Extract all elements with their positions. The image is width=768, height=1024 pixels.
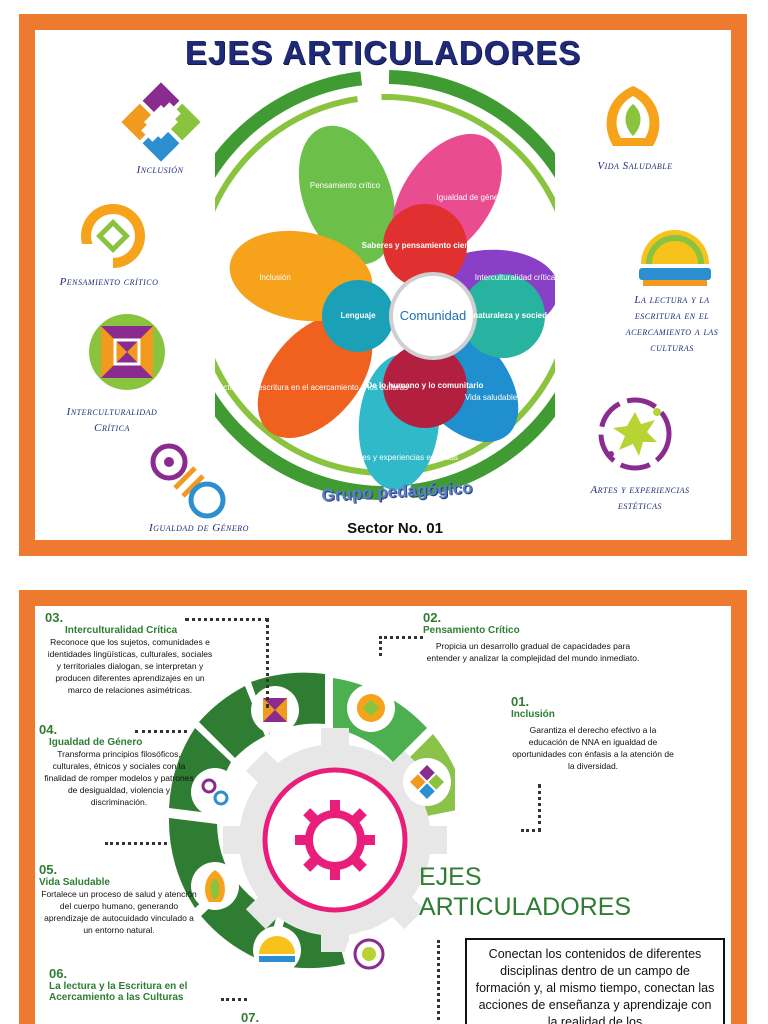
petal-label-artes: Artes y experiencias estéticas (352, 453, 458, 462)
inclusion-icon (121, 82, 201, 162)
connector-07 (437, 940, 440, 1020)
section-04-number: 04. (39, 722, 58, 737)
field-label-lenguaje: Lenguaje (340, 311, 376, 320)
petal-label-pensamiento: Pensamiento crítico (310, 181, 381, 190)
section-04-title: Igualdad de Género (49, 737, 143, 748)
section-05-desc: Fortalece un proceso de salud y atención… (41, 889, 197, 935)
igualdad-genero-icon (201, 778, 217, 794)
connector-06 (221, 998, 247, 1001)
infographic-title-line2: ARTICULADORES (419, 893, 632, 921)
petal-pensamiento-critico (298, 125, 396, 265)
igualdad-genero-icon (150, 443, 226, 519)
section-04-desc: Transforma principios filosóficos, cultu… (44, 749, 194, 807)
section-06: 06. La lectura y la Escritura en el Acer… (49, 966, 219, 1003)
poster-canvas: EJES ARTICULADORES Inclusión Pensamiento… (35, 30, 731, 540)
section-07: 07. (241, 1010, 301, 1024)
pensamiento-critico-icon (75, 204, 145, 268)
petal-label-lectura: La lectura y la escritura en el acercami… (215, 383, 408, 392)
connector-04 (135, 730, 187, 733)
section-01-desc: Garantiza el derecho efectivo a la educa… (512, 725, 674, 771)
axis-label-igualdad-genero: Igualdad de Género (149, 522, 249, 534)
axis-label-inclusion: Inclusión (136, 164, 184, 176)
section-06-title: La lectura y la Escritura en el Acercami… (49, 981, 188, 1003)
section-03-title: Interculturalidad Crítica (65, 625, 178, 636)
petal-label-interculturalidad: Interculturalidad crítica (475, 273, 555, 282)
section-02: 02. Pensamiento Crítico Propicia un desa… (423, 610, 643, 664)
interculturalidad-icon (89, 314, 165, 390)
vida-saludable-icon (606, 86, 660, 146)
section-06-number: 06. (49, 966, 68, 981)
section-04: 04. Igualdad de Género Transforma princi… (39, 722, 199, 808)
gear-hub (223, 728, 447, 952)
section-02-desc: Propicia un desarrollo gradual de capaci… (426, 641, 640, 663)
lectura-escritura-icon (639, 230, 711, 286)
definition-box: Conectan los contenidos de diferentes di… (465, 938, 725, 1024)
gear-wheel (168, 672, 455, 978)
section-05-number: 05. (39, 862, 58, 877)
section-05: 05. Vida Saludable Fortalece un proceso … (39, 862, 199, 936)
section-03: 03. Interculturalidad Crítica Reconoce q… (45, 610, 215, 696)
section-01: 01. Inclusión Garantiza el derecho efect… (511, 694, 675, 772)
petal-label-inclusion: Inclusión (259, 273, 291, 282)
section-02-number: 02. (423, 610, 442, 625)
infographic-title: EJES ARTICULADORES (419, 862, 631, 922)
field-etica (461, 274, 545, 358)
field-humano (383, 344, 467, 428)
section-01-title: Inclusión (511, 709, 555, 720)
axis-label-pensamiento-critico: Pensamiento crítico (59, 276, 159, 288)
axis-label-lectura-escritura: La lectura y la escritura en el acercami… (625, 294, 719, 354)
section-07-number: 07. (241, 1010, 260, 1024)
field-saberes (383, 204, 467, 288)
axis-label-vida-saludable: Vida Saludable (597, 160, 673, 172)
lectura-escritura-icon (259, 936, 295, 954)
connector-01 (521, 784, 541, 832)
petal-label-vida: Vida saludable (465, 393, 518, 402)
section-03-desc: Reconoce que los sujetos, comunidades e … (47, 637, 213, 695)
sector-label: Sector No. 01 (347, 520, 443, 537)
poster-title: EJES ARTICULADORES (184, 34, 582, 71)
center-circle (389, 272, 477, 360)
field-label-humano: De lo humano y lo comunitario (367, 381, 484, 390)
field-label-saberes: Saberes y pensamiento científico (362, 241, 489, 250)
poster-ejes-articuladores: EJES ARTICULADORES Inclusión Pensamiento… (19, 14, 747, 556)
section-02-title: Pensamiento Crítico (423, 625, 520, 636)
flower-diagram: Pensamiento crítico Igualdad de género I… (215, 70, 555, 500)
connector-05 (105, 842, 167, 845)
axis-label-artes: Artes y experiencias estéticas (590, 484, 690, 512)
section-03-number: 03. (45, 610, 64, 625)
artes-icon (353, 938, 385, 970)
petal-label-igualdad: Igualdad de género (437, 193, 507, 202)
infographic-ejes: 03. Interculturalidad Crítica Reconoce q… (19, 590, 747, 1024)
connector-03 (185, 618, 269, 708)
axis-label-interculturalidad: Interculturalidad Crítica (66, 406, 158, 434)
connector-02 (379, 636, 423, 656)
infographic-canvas: 03. Interculturalidad Crítica Reconoce q… (35, 606, 731, 1024)
field-label-etica: Ética, naturaleza y sociedad (450, 311, 555, 320)
artes-icon (598, 397, 672, 471)
center-label: Comunidad (400, 308, 467, 323)
field-lenguaje (322, 280, 394, 352)
section-05-title: Vida Saludable (39, 877, 110, 888)
infographic-title-line1: EJES (419, 863, 482, 891)
section-01-number: 01. (511, 694, 530, 709)
